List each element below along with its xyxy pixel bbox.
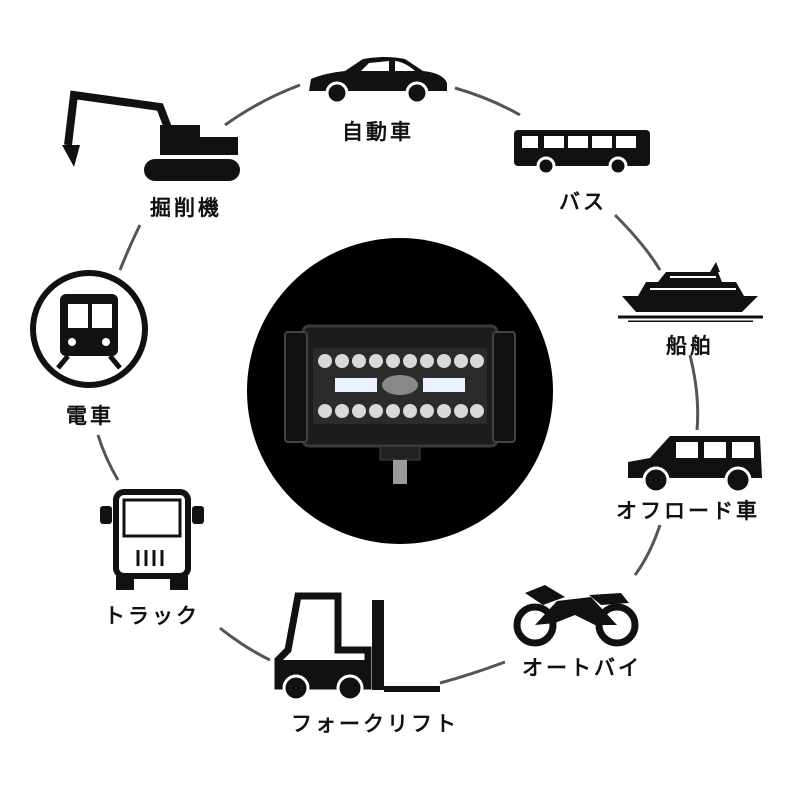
label-forklift: フォークリフト <box>291 712 459 736</box>
label-car: 自動車 <box>342 120 414 144</box>
label-excavator: 掘削機 <box>150 196 222 220</box>
label-offroad: オフロード車 <box>616 499 760 523</box>
truck-icon <box>100 489 204 590</box>
label-truck: トラック <box>104 604 200 628</box>
label-bus: バス <box>559 190 607 214</box>
label-ship: 船舶 <box>666 334 714 358</box>
bus-icon <box>514 130 650 176</box>
car-icon <box>309 57 447 105</box>
ship-icon <box>618 262 763 322</box>
excavator-icon <box>62 90 240 181</box>
led-light-bar-product <box>247 238 553 544</box>
label-motorbike: オートバイ <box>522 656 642 680</box>
label-train: 電車 <box>66 404 114 428</box>
forklift-icon <box>274 592 440 702</box>
offroad-vehicle-icon <box>628 436 762 494</box>
motorbike-icon <box>513 585 639 647</box>
train-icon <box>30 270 148 388</box>
